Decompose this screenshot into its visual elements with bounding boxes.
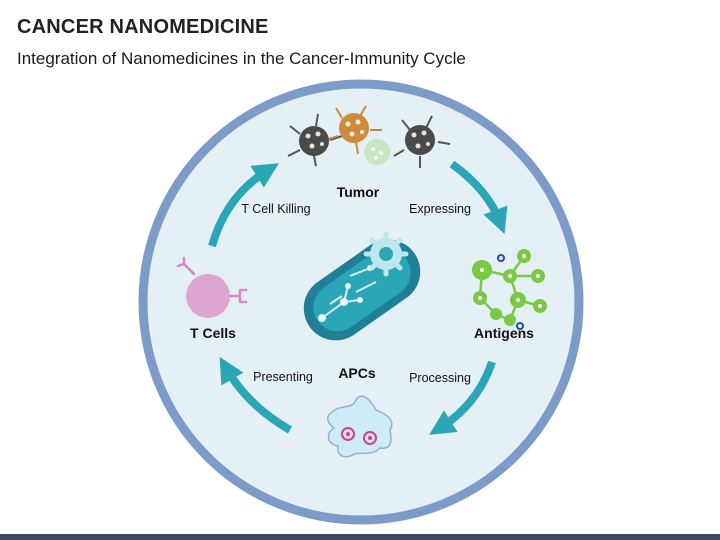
page-subtitle: Integration of Nanomedicines in the Canc… xyxy=(17,49,466,68)
label-expressing: Expressing xyxy=(409,202,471,216)
label-antigens: Antigens xyxy=(474,325,534,341)
label-apcs: APCs xyxy=(338,365,376,381)
gear-icon xyxy=(363,231,409,277)
label-tumor: Tumor xyxy=(337,184,380,200)
arrow-expressing xyxy=(449,160,508,234)
apc-icon xyxy=(327,395,393,458)
label-presenting: Presenting xyxy=(253,370,313,384)
tcell-icon xyxy=(176,256,248,318)
antigens-icon xyxy=(472,249,547,330)
arrow-killing xyxy=(208,163,279,248)
tumor-icon xyxy=(287,105,451,168)
nanomedicine-capsule-icon xyxy=(303,231,421,341)
label-processing: Processing xyxy=(409,371,471,385)
label-t-cell-killing: T Cell Killing xyxy=(241,202,310,216)
footer-bar xyxy=(0,534,720,540)
label-tcells: T Cells xyxy=(190,325,236,341)
arrow-presenting xyxy=(219,356,292,434)
arrow-processing xyxy=(429,360,496,435)
page-title: CANCER NANOMEDICINE xyxy=(17,16,269,38)
